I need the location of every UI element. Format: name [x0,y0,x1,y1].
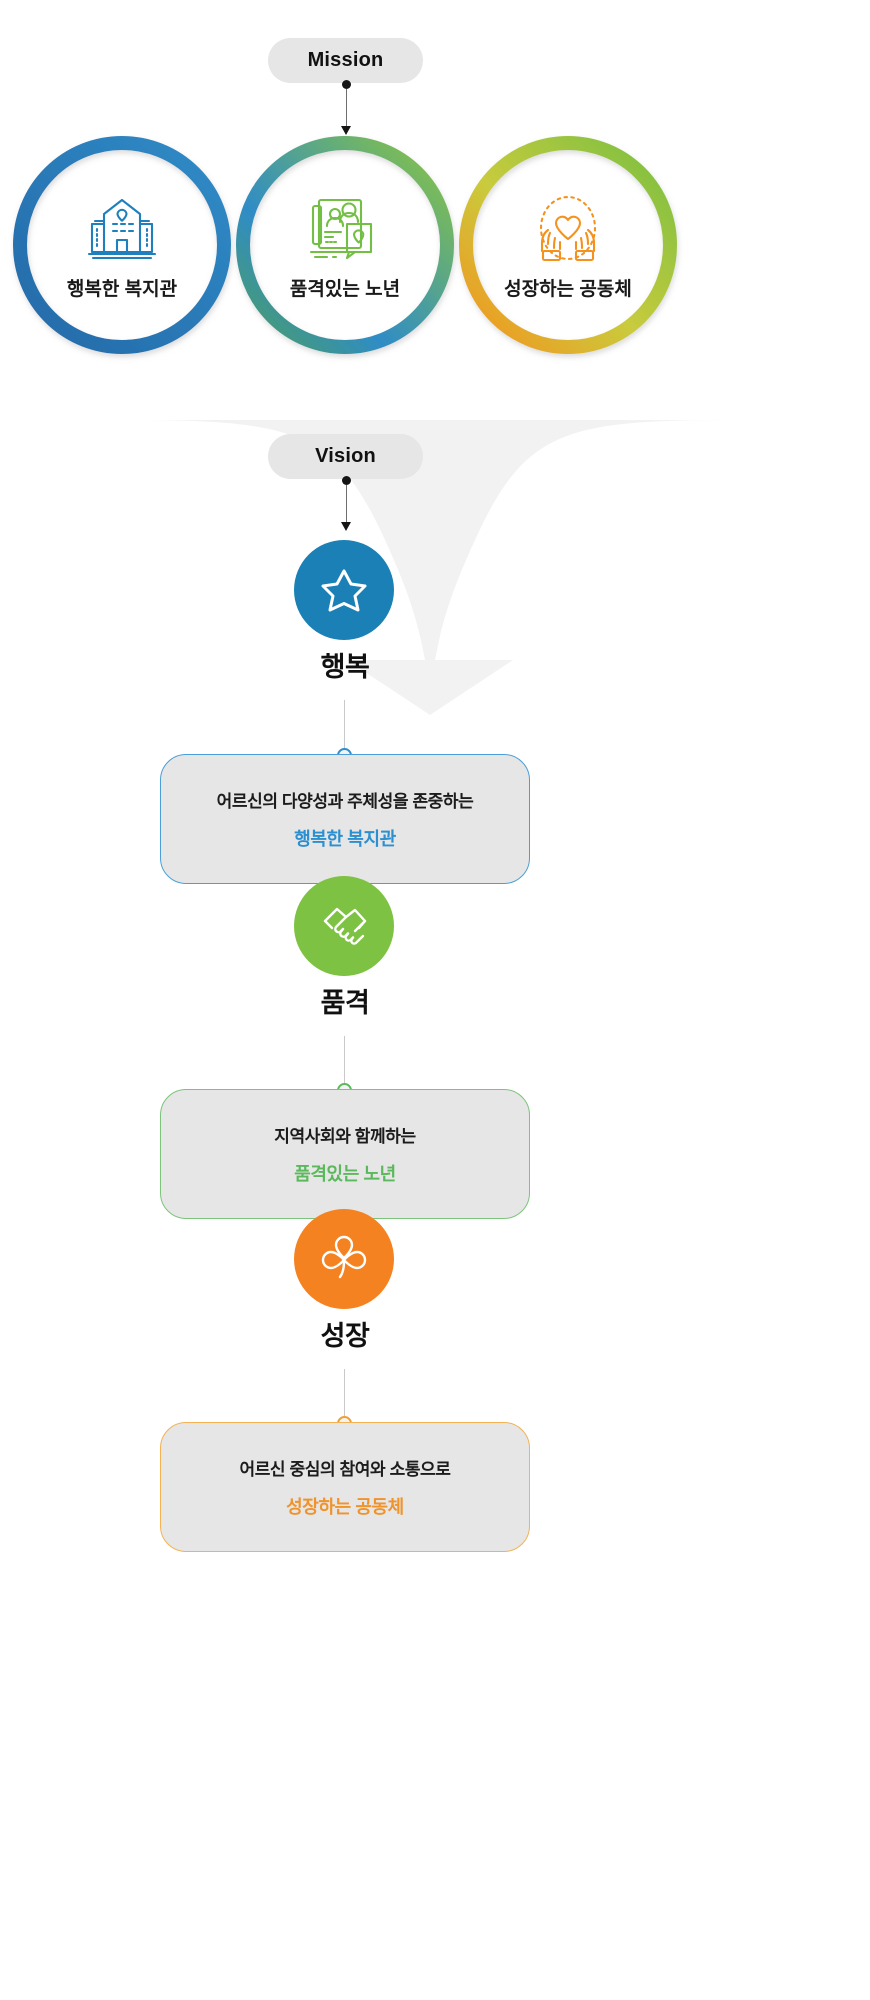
mission-connector-arrow [334,80,358,135]
connector-stem [345,485,347,522]
value-word-growth: 성장 [320,1321,370,1351]
mission-rings-graphic [13,136,677,354]
connector-stem [345,89,347,126]
statement-box-dignity: 지역사회와 함께하는 품격있는 노년 [160,1089,530,1219]
mission-badge-label: Mission [307,49,384,71]
connector-dot [341,80,351,89]
statement-box-growth: 어르신 중심의 참여와 소통으로 성장하는 공동체 [160,1422,530,1552]
vision-badge: Vision [268,434,423,479]
arrowhead-icon [341,522,351,531]
vision-funnel-arrow [125,420,735,715]
value-circle-happiness [294,540,394,640]
value-circle-growth [294,1209,394,1309]
mission-circle-label-3: 성장하는 공동체 [504,279,632,300]
clover-icon [321,1235,367,1279]
statement-line-primary: 지역사회와 함께하는 [274,1127,416,1146]
link-stem-3 [344,1369,345,1424]
value-circle-dignity [294,876,394,976]
mission-circle-label-2: 품격있는 노년 [289,279,401,300]
statement-box-happiness: 어르신의 다양성과 주체성을 존중하는 행복한 복지관 [160,754,530,884]
arrowhead-icon [341,126,351,135]
value-word-dignity: 품격 [320,988,370,1018]
link-stem-2 [344,1036,345,1091]
vision-badge-label: Vision [315,445,376,467]
vision-connector-arrow [334,476,358,531]
statement-line-highlight: 행복한 복지관 [294,829,396,849]
value-word-happiness: 행복 [320,652,370,682]
statement-line-highlight: 품격있는 노년 [294,1164,396,1184]
statement-line-primary: 어르신의 다양성과 주체성을 존중하는 [216,792,474,811]
star-icon [321,569,367,612]
mission-badge: Mission [268,38,423,83]
handshake-icon [323,907,367,945]
mission-circle-label-1: 행복한 복지관 [66,279,178,300]
statement-line-primary: 어르신 중심의 참여와 소통으로 [239,1460,451,1479]
statement-line-highlight: 성장하는 공동체 [286,1497,404,1517]
connector-dot [341,476,351,485]
link-stem-1 [344,700,345,755]
